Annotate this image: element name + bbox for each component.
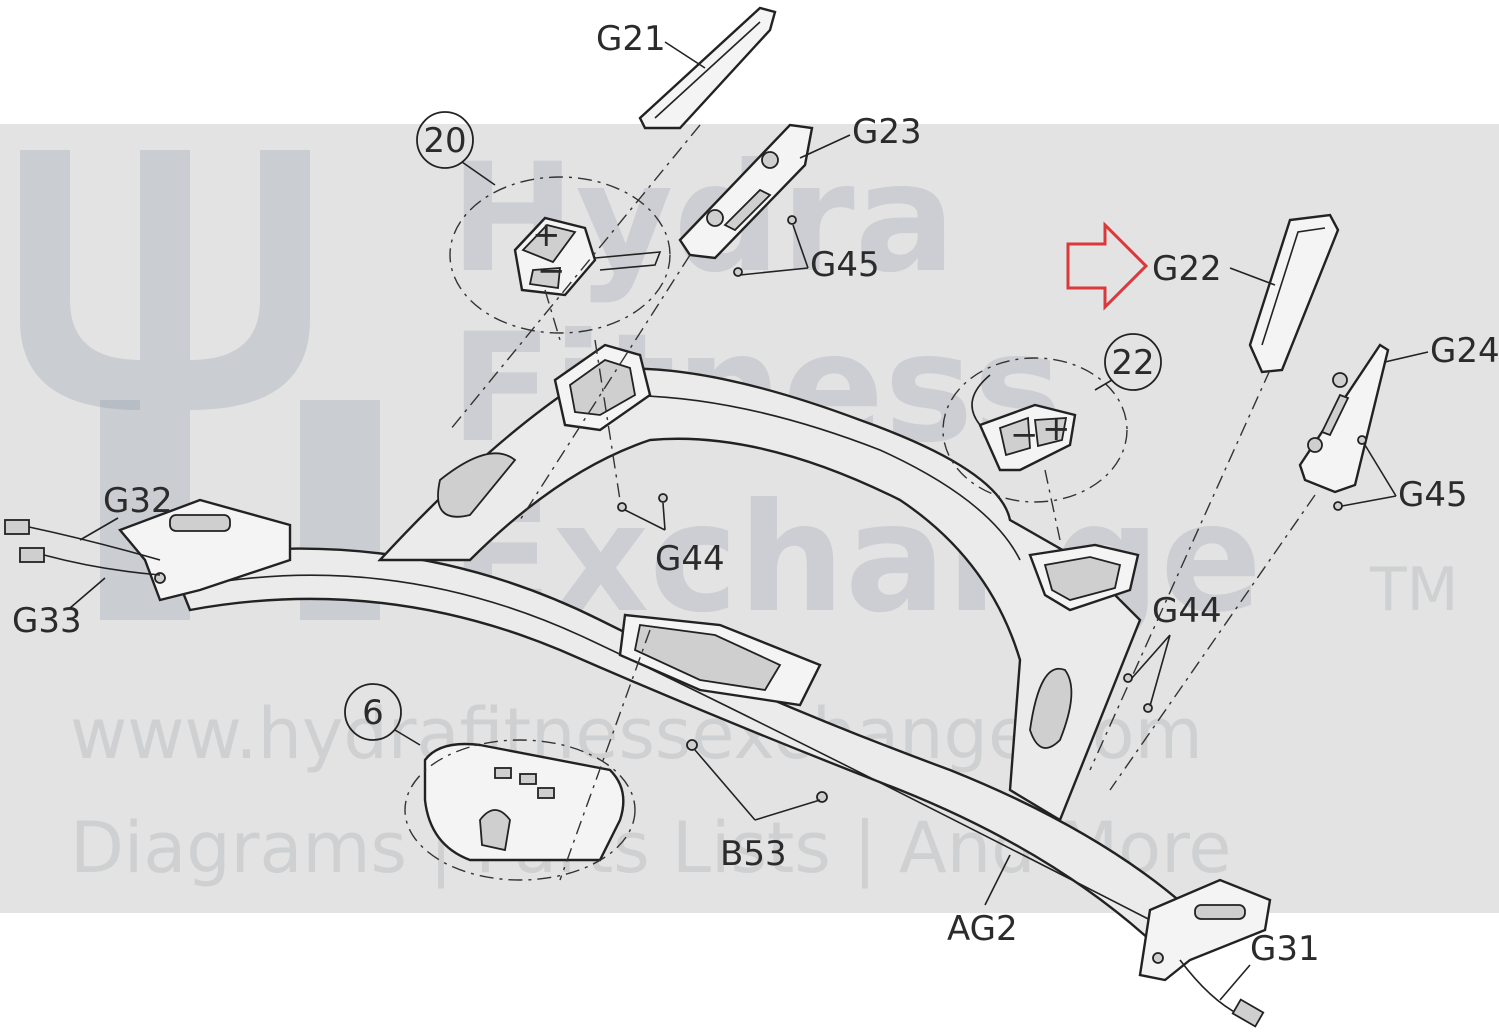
callout-ellipses <box>404 176 1128 881</box>
control-pad-right: + − <box>971 374 1077 472</box>
label-g31-text: G31 <box>1250 929 1320 969</box>
label-g33: G33 <box>12 577 106 641</box>
label-g45-right-text: G45 <box>1398 475 1468 515</box>
screws <box>617 215 1367 803</box>
callout-20: 20 <box>416 111 496 186</box>
watermark-trademark: TM <box>1369 555 1458 625</box>
label-g32: G32 <box>79 481 173 541</box>
label-g44-right-text: G44 <box>1152 591 1222 631</box>
label-b53: B53 <box>694 749 821 874</box>
plus-glyph-right: + <box>1042 409 1071 449</box>
minus-glyph-left: − <box>537 251 566 291</box>
part-g21 <box>638 6 777 130</box>
label-g22-text: G22 <box>1152 249 1222 289</box>
label-g23-text: G23 <box>852 112 922 152</box>
label-g21-text: G21 <box>596 19 666 59</box>
callout-6-label: 6 <box>362 693 384 733</box>
label-g44-left-text: G44 <box>655 539 725 579</box>
part-g24 <box>1298 343 1390 494</box>
center-console <box>423 742 625 862</box>
control-pad-left: + − <box>513 215 662 297</box>
label-g45-right: G45 <box>1341 444 1468 515</box>
label-g23: G23 <box>799 112 922 159</box>
callout-6: 6 <box>344 683 421 746</box>
highlight-arrow <box>1066 221 1149 311</box>
minus-glyph-right: − <box>1010 415 1039 455</box>
bracket-right <box>1138 878 1272 982</box>
label-ag2: AG2 <box>947 854 1018 949</box>
label-g24: G24 <box>1384 331 1499 371</box>
label-g45-top-text: G45 <box>810 245 880 285</box>
label-g21: G21 <box>596 19 706 69</box>
wire-connectors-left <box>4 519 161 576</box>
label-g22: G22 <box>1152 249 1276 289</box>
callout-22-label: 22 <box>1111 343 1154 383</box>
label-g44-right: G44 <box>1131 591 1222 707</box>
label-ag2-text: AG2 <box>947 909 1018 949</box>
assembly-lines <box>449 124 1316 881</box>
plus-glyph-left: + <box>532 215 561 255</box>
part-g23 <box>678 123 814 260</box>
label-g31: G31 <box>1219 929 1320 1001</box>
mount-cavities <box>437 343 1140 749</box>
part-g22 <box>1248 213 1340 374</box>
label-g32-text: G32 <box>103 481 173 521</box>
callout-22: 22 <box>1094 333 1162 391</box>
label-b53-text: B53 <box>720 834 787 874</box>
label-g44-left: G44 <box>624 502 725 579</box>
label-g45-top: G45 <box>739 224 880 285</box>
label-g24-text: G24 <box>1430 331 1499 371</box>
wire-connector-right <box>1179 959 1265 1028</box>
callout-20-label: 20 <box>423 121 466 161</box>
